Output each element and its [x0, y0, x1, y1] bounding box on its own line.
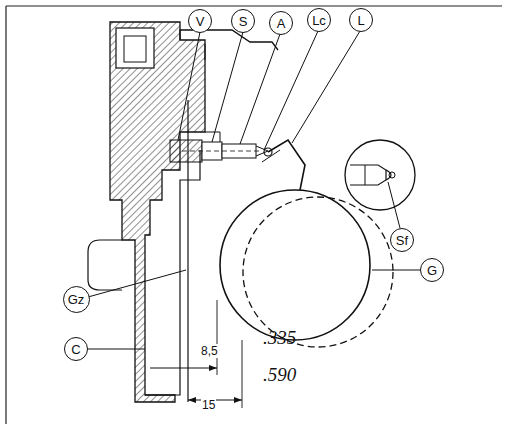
callout-circle: L — [349, 8, 373, 32]
callout-letter: S — [239, 14, 248, 29]
callout-letter: V — [196, 14, 205, 29]
callout-circle: V — [188, 9, 212, 33]
callout-circle: S — [231, 9, 255, 33]
callout-letter: L — [357, 13, 364, 28]
callout-circle: G — [420, 258, 444, 282]
callout-circle: A — [269, 11, 293, 35]
callout-circle: Gz — [63, 286, 90, 313]
callout-circle: Sf — [390, 228, 414, 252]
callout-letter: G — [427, 263, 437, 278]
handwritten-dimension: .335 — [262, 327, 297, 349]
handwritten-dimension: .590 — [262, 364, 297, 386]
dimension-label: 8,5 — [200, 344, 219, 358]
callout-circle: C — [64, 337, 88, 361]
callout-letter: Gz — [68, 292, 85, 307]
callout-letter: A — [277, 16, 286, 31]
callout-letter: Sf — [396, 233, 408, 248]
callout-letter: C — [71, 342, 80, 357]
callout-letter: Lc — [312, 13, 326, 28]
dimension-label: 15 — [201, 398, 216, 412]
callout-circle: Lc — [307, 8, 331, 32]
